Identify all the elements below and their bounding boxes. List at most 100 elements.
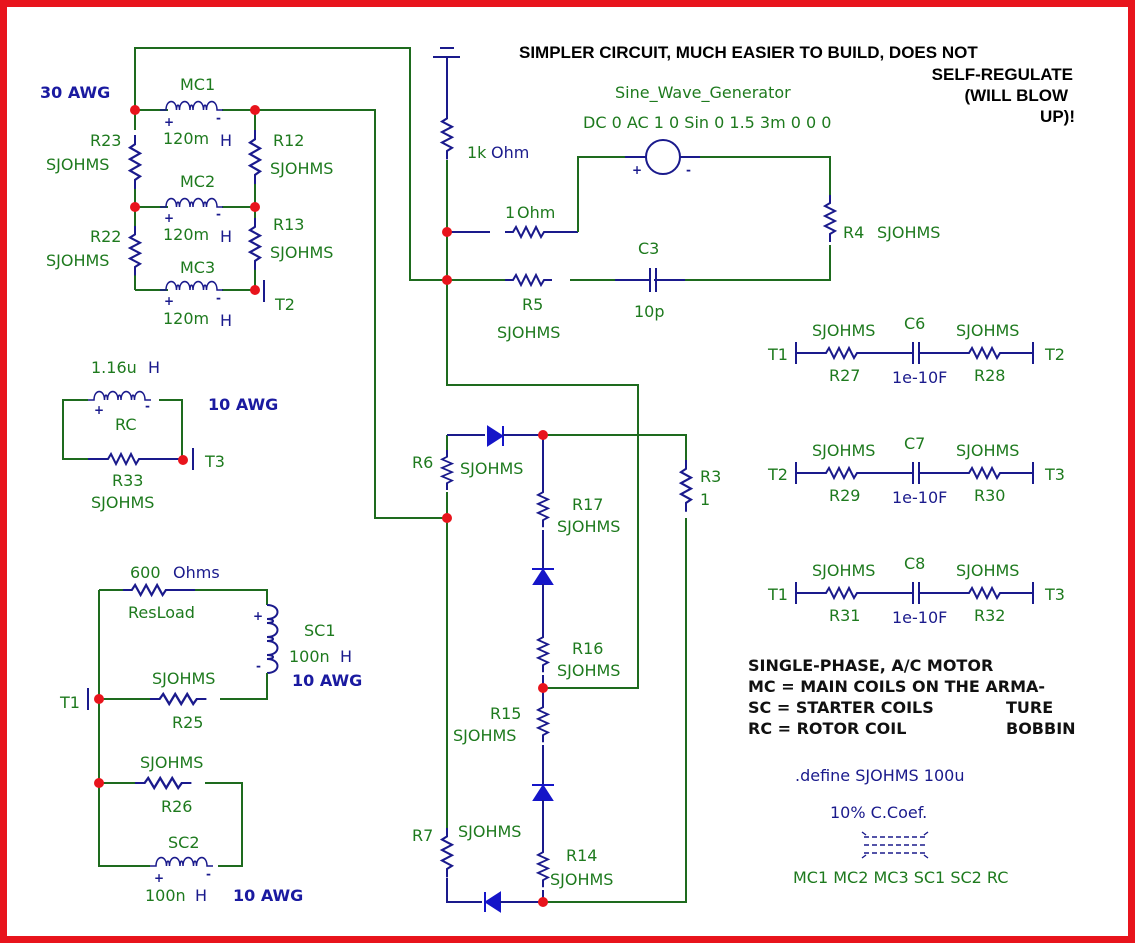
starter-coil-network: 600 Ohms ResLoad + - SC1 100n H 10 AWG S… xyxy=(59,563,362,905)
r4-name: R4 xyxy=(843,223,864,242)
minus-sign: - xyxy=(216,207,221,221)
minus-sign: - xyxy=(256,659,261,673)
junction-dot xyxy=(178,455,188,465)
plus-sign: + xyxy=(164,211,174,225)
legend-line: BOBBIN xyxy=(1006,719,1076,738)
resistor-name: R31 xyxy=(829,606,860,625)
rotor-coil-network: 1.16u H + - RC 10 AWG T3 R33 SJOHMS xyxy=(62,358,278,512)
sine-source-icon xyxy=(645,139,681,175)
mc3-unit: H xyxy=(220,311,232,330)
minus-sign: - xyxy=(216,111,221,125)
resistor-r6 xyxy=(441,449,453,491)
resload-unit: Ohms xyxy=(173,563,220,582)
source-name: Sine_Wave_Generator xyxy=(615,83,791,103)
resistor-r5 xyxy=(504,274,553,286)
r15-value: SJOHMS xyxy=(453,726,516,745)
r14-value: SJOHMS xyxy=(550,870,613,889)
r26-value: SJOHMS xyxy=(140,753,203,772)
plus-sign: + xyxy=(154,871,164,885)
capacitor-value: 1e-10F xyxy=(892,608,947,627)
resistor-r27 xyxy=(796,345,913,361)
capacitor-c7 xyxy=(912,462,920,484)
r22-name: R22 xyxy=(90,227,121,246)
resistor-r32 xyxy=(919,585,1033,601)
inductor-sc1 xyxy=(266,604,279,674)
resistor-r28 xyxy=(919,345,1033,361)
legend-line: TURE xyxy=(1006,698,1053,717)
resistor-name: R29 xyxy=(829,486,860,505)
junction-dot xyxy=(538,683,548,693)
r12-name: R12 xyxy=(273,131,304,150)
coupling-icon xyxy=(861,831,929,859)
terminal-label: T1 xyxy=(767,345,788,364)
resistor-r4 xyxy=(824,194,836,243)
r22-value: SJOHMS xyxy=(46,251,109,270)
r25-name: R25 xyxy=(172,713,203,732)
legend-line: RC = ROTOR COIL xyxy=(748,719,906,738)
sc2-unit: H xyxy=(195,886,207,905)
inductor-rc xyxy=(87,390,152,401)
diode-icon xyxy=(532,568,554,585)
resistor-r26 xyxy=(133,776,193,790)
sc2-name: SC2 xyxy=(168,833,200,852)
coupling-label: 10% C.Coef. xyxy=(830,803,927,822)
rtop-value: 1k xyxy=(467,143,487,162)
r1ohm-unit: Ohm xyxy=(517,203,555,222)
capacitor-name: C7 xyxy=(904,434,925,453)
rtop-unit: Ohm xyxy=(491,143,529,162)
plus-sign: + xyxy=(253,609,263,623)
legend-line: MC = MAIN COILS ON THE ARMA- xyxy=(748,677,1045,696)
terminal-t1-label: T1 xyxy=(59,693,80,712)
diode-icon xyxy=(532,784,554,801)
rc-value: 1.16u xyxy=(91,358,137,377)
sc2-value: 100n xyxy=(145,886,186,905)
junction-dot xyxy=(538,897,548,907)
resistor-1ohm xyxy=(504,226,553,238)
junction-dot xyxy=(130,105,140,115)
sc1-name: SC1 xyxy=(304,621,336,640)
resistor-r23 xyxy=(128,133,142,191)
r14-name: R14 xyxy=(566,846,597,865)
resistor-name: R32 xyxy=(974,606,1005,625)
mc3-name: MC3 xyxy=(180,258,215,277)
sc1-value: 100n xyxy=(289,647,330,666)
resistor-r25 xyxy=(148,692,208,706)
bridge-network: R6 SJOHMS R17 SJOHMS R3 1 R16 SJOHMS R15… xyxy=(412,425,721,913)
c3-name: C3 xyxy=(638,239,659,258)
r16-value: SJOHMS xyxy=(557,661,620,680)
mc2-unit: H xyxy=(220,227,232,246)
r23-value: SJOHMS xyxy=(46,155,109,174)
legend-line: SINGLE-PHASE, A/C MOTOR xyxy=(748,656,993,675)
r3-name: R3 xyxy=(700,467,721,486)
minus-sign: - xyxy=(145,399,150,413)
wire-gauge-label: 30 AWG xyxy=(40,83,110,102)
r7-value: SJOHMS xyxy=(458,822,521,841)
inductor-mc2 xyxy=(159,197,224,208)
r13-value: SJOHMS xyxy=(270,243,333,262)
junction-dot xyxy=(442,275,452,285)
note-title-line: SIMPLER CIRCUIT, MUCH EASIER TO BUILD, D… xyxy=(519,43,978,62)
capacitor-name: C8 xyxy=(904,554,925,573)
legend-line: SC = STARTER COILS xyxy=(748,698,934,717)
r15-name: R15 xyxy=(490,704,521,723)
junction-dot xyxy=(250,202,260,212)
resistor-1k xyxy=(440,108,454,161)
r4-value: SJOHMS xyxy=(877,223,940,242)
minus-sign: - xyxy=(216,291,221,305)
plus-sign: + xyxy=(632,163,642,177)
minus-sign: - xyxy=(206,867,211,881)
r6-value: SJOHMS xyxy=(460,459,523,478)
define-directive: .define SJOHMS 100u xyxy=(795,766,964,785)
resistor-value: SJOHMS xyxy=(956,321,1019,340)
resistor-r14 xyxy=(537,844,549,889)
r1ohm-value: 1 xyxy=(505,203,515,222)
capacitor-value: 1e-10F xyxy=(892,488,947,507)
junction-dot xyxy=(442,227,452,237)
capacitor-name: C6 xyxy=(904,314,925,333)
minus-sign: - xyxy=(686,163,691,177)
resload-value: 600 xyxy=(130,563,161,582)
